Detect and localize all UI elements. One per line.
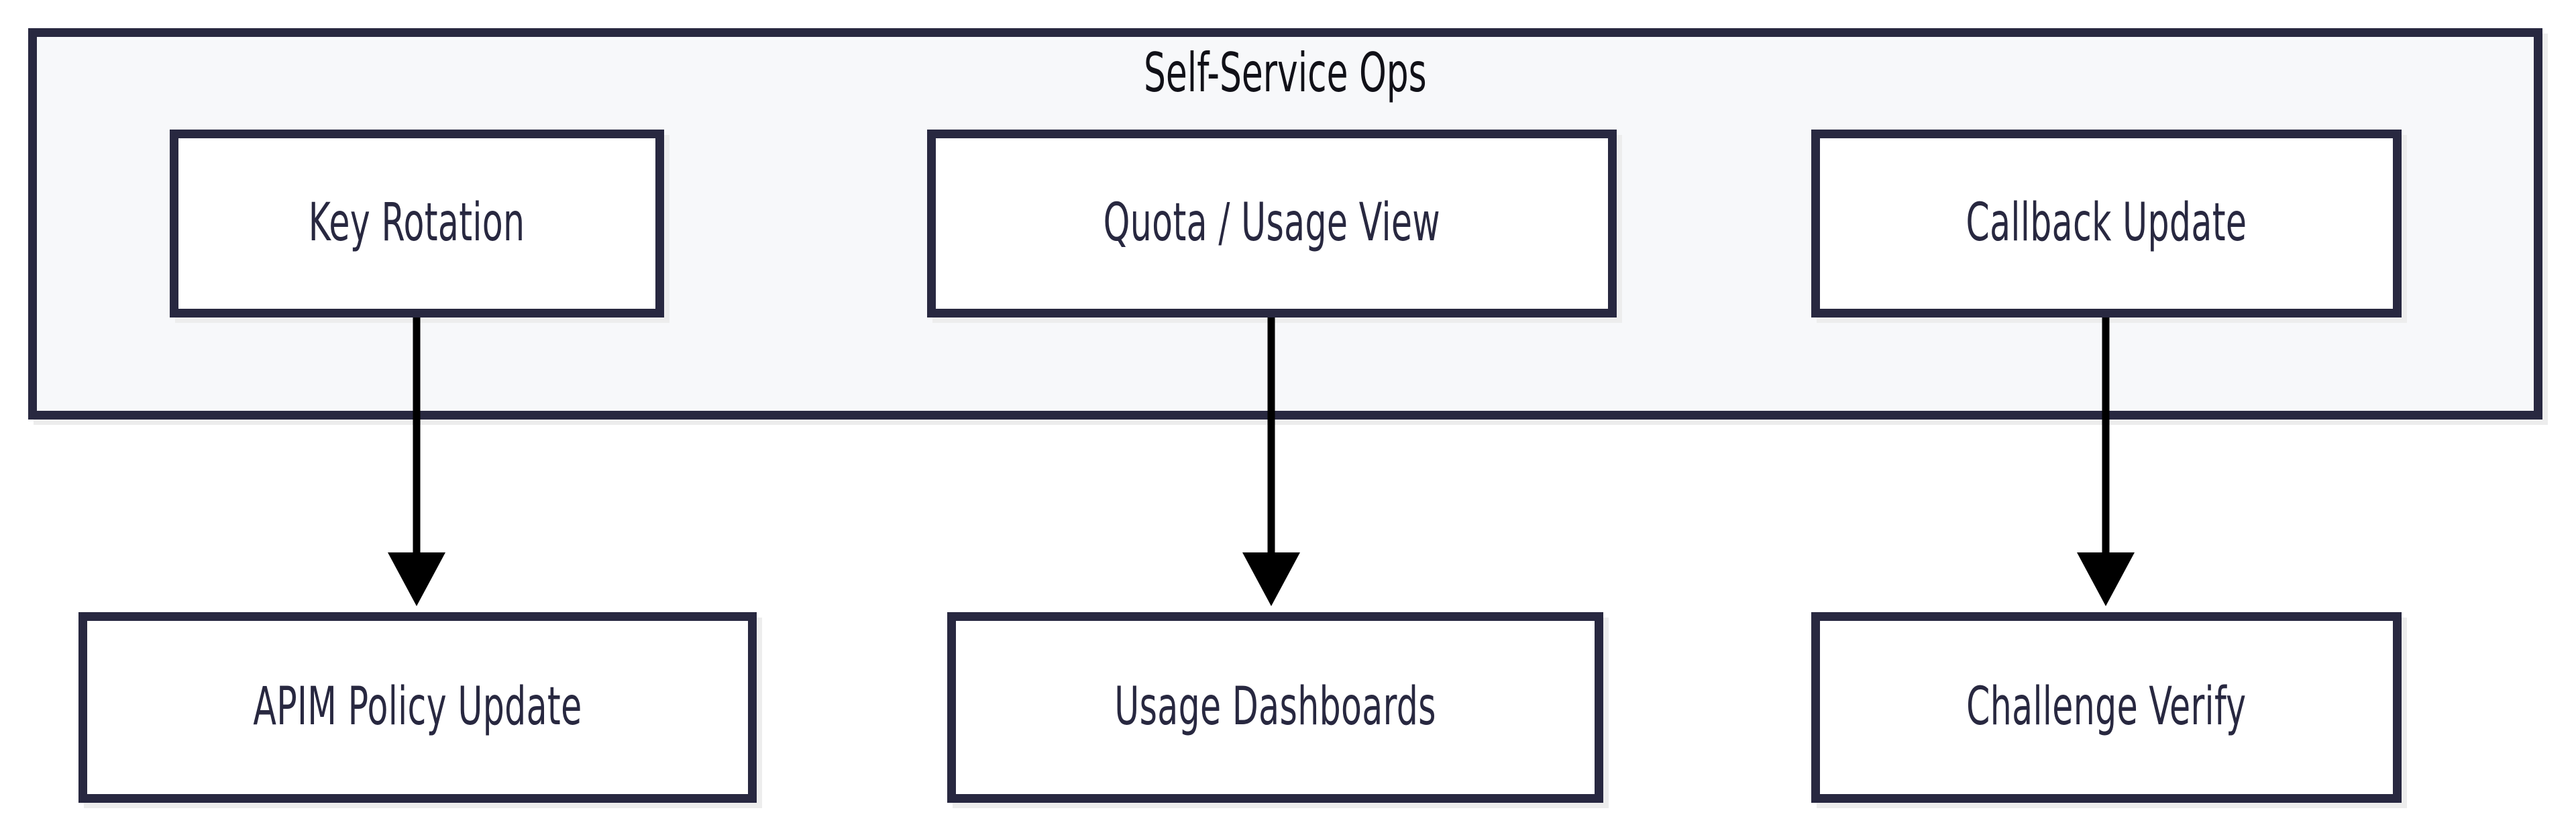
- cluster-title-text: Self-Service Ops: [1144, 42, 1427, 104]
- node-callback-update[interactable]: Callback Update: [1811, 130, 2402, 317]
- arrowhead-icon: [388, 552, 445, 606]
- node-challenge-verify[interactable]: Challenge Verify: [1811, 612, 2402, 803]
- node-key-rotation-label: Key Rotation: [309, 193, 525, 254]
- node-apim-policy-update-label: APIM Policy Update: [253, 677, 582, 738]
- node-quota-usage-view-label: Quota / Usage View: [1103, 193, 1441, 254]
- node-apim-policy-update[interactable]: APIM Policy Update: [78, 612, 757, 803]
- node-key-rotation[interactable]: Key Rotation: [170, 130, 664, 317]
- node-usage-dashboards-label: Usage Dashboards: [1114, 677, 1436, 738]
- arrowhead-icon: [2077, 552, 2135, 606]
- cluster-title: Self-Service Ops: [37, 46, 2534, 100]
- node-quota-usage-view[interactable]: Quota / Usage View: [927, 130, 1617, 317]
- arrowhead-icon: [1242, 552, 1300, 606]
- node-challenge-verify-label: Challenge Verify: [1966, 677, 2247, 738]
- node-usage-dashboards[interactable]: Usage Dashboards: [947, 612, 1603, 803]
- node-callback-update-label: Callback Update: [1966, 193, 2247, 254]
